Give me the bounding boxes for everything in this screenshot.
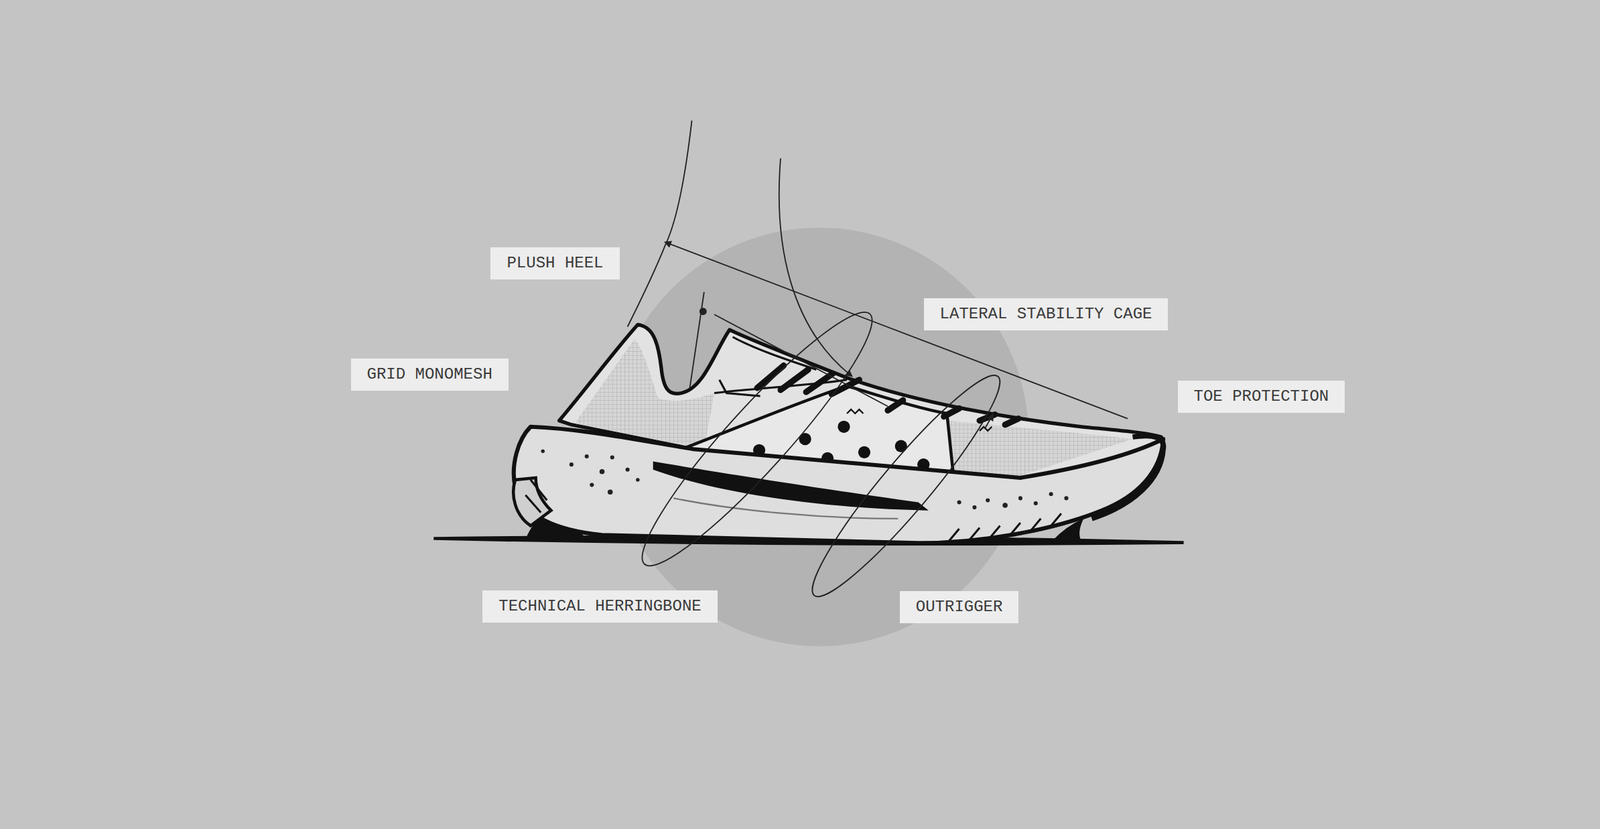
leader-ellipse [621,293,893,585]
tread [1051,513,1062,526]
hole [895,440,908,453]
leader-lines [621,120,1128,612]
lace [780,369,809,390]
part-label: PLUSH HEEL [490,247,620,280]
tread [948,528,959,541]
lace [1005,418,1019,425]
leader-line [690,292,705,388]
tread [1030,518,1041,531]
shoe [433,324,1184,545]
dot [625,467,630,472]
dot [957,499,962,504]
leader-line [627,120,693,327]
dot [540,449,545,453]
dot [1018,495,1023,500]
dot [607,489,614,495]
leader-ellipse [795,360,1017,612]
dot [584,454,589,459]
lace [887,400,904,411]
dot [610,454,615,459]
tread [989,525,1000,539]
dot [1063,495,1069,500]
part-label: OUTRIGGER [899,590,1020,624]
midsole-line [673,497,898,518]
midsole-dots [540,449,1069,510]
dot [635,477,640,482]
part-label: TOE PROTECTION [1177,380,1346,413]
tread [1010,522,1021,535]
tread [969,527,980,541]
leader-line [984,416,993,429]
tongue-line [732,337,817,370]
herringbone-tread [525,479,547,513]
lace [757,365,784,388]
laces [757,365,1019,425]
leader-dot [700,308,707,315]
dot [1033,501,1038,506]
dot [1002,502,1008,508]
dot [589,483,594,488]
part-label: TECHNICAL HERRINGBONE [482,590,717,623]
leader-line [714,314,888,407]
dot [1049,491,1054,496]
dot [599,469,606,475]
midsole [513,426,1164,544]
leader-line [779,158,851,375]
lace [806,373,833,392]
dot [569,462,574,467]
stitch-mark [846,409,863,414]
dot [985,497,990,502]
heel-outsole [513,477,551,526]
lace [831,379,859,394]
leader-line [667,243,1128,419]
midsole-swoosh [653,461,929,511]
toe-cap [1092,435,1164,518]
toe-tread [948,513,1062,541]
part-label: LATERAL STABILITY CAGE [923,298,1169,331]
dot [972,505,977,510]
hole [858,446,871,459]
lace [944,408,960,417]
hole [837,420,850,433]
part-label: GRID MONOMESH [351,358,509,391]
